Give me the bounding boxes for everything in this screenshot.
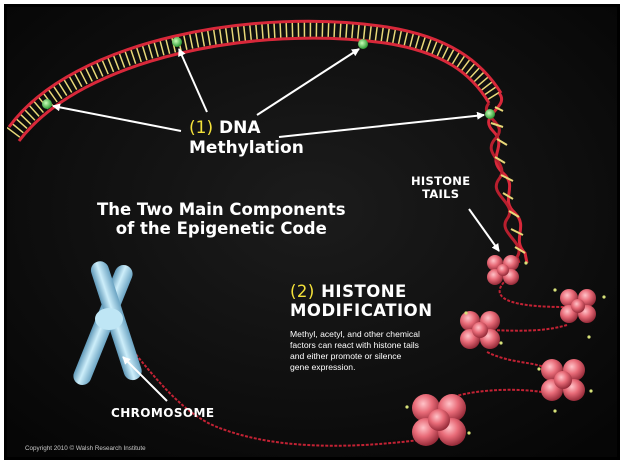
title-line1: The Two Main Components bbox=[97, 201, 346, 220]
description-line: gene expression. bbox=[290, 362, 470, 373]
histone-tails-label: HISTONE TAILS bbox=[411, 175, 470, 201]
dna-label-number: (1) bbox=[189, 118, 213, 138]
histone-tails-line2: TAILS bbox=[411, 188, 470, 201]
dna-methylation-label: (1) DNA Methylation bbox=[189, 119, 304, 158]
histone-mod-line1: HISTONE bbox=[321, 282, 407, 301]
histone-modification-description: Methyl, acetyl, and other chemical facto… bbox=[290, 329, 470, 373]
dna-label-line1: DNA bbox=[219, 118, 261, 138]
diagram-title: The Two Main Components of the Epigeneti… bbox=[97, 201, 346, 239]
histone-mod-number: (2) bbox=[290, 282, 315, 301]
description-line: Methyl, acetyl, and other chemical bbox=[290, 329, 470, 340]
copyright-notice: Copyright 2010 © Walsh Research Institut… bbox=[25, 445, 146, 452]
histone-mod-line2: MODIFICATION bbox=[290, 302, 433, 321]
diagram-frame: (1) DNA Methylation The Two Main Compone… bbox=[4, 4, 620, 460]
chromosome-label: CHROMOSOME bbox=[111, 407, 214, 421]
description-line: factors can react with histone tails bbox=[290, 340, 470, 351]
description-line: and either promote or silence bbox=[290, 351, 470, 362]
histone-modification-label: (2) HISTONE MODIFICATION bbox=[290, 283, 433, 321]
title-line2: of the Epigenetic Code bbox=[97, 220, 346, 239]
dna-label-line2: Methylation bbox=[189, 139, 304, 159]
